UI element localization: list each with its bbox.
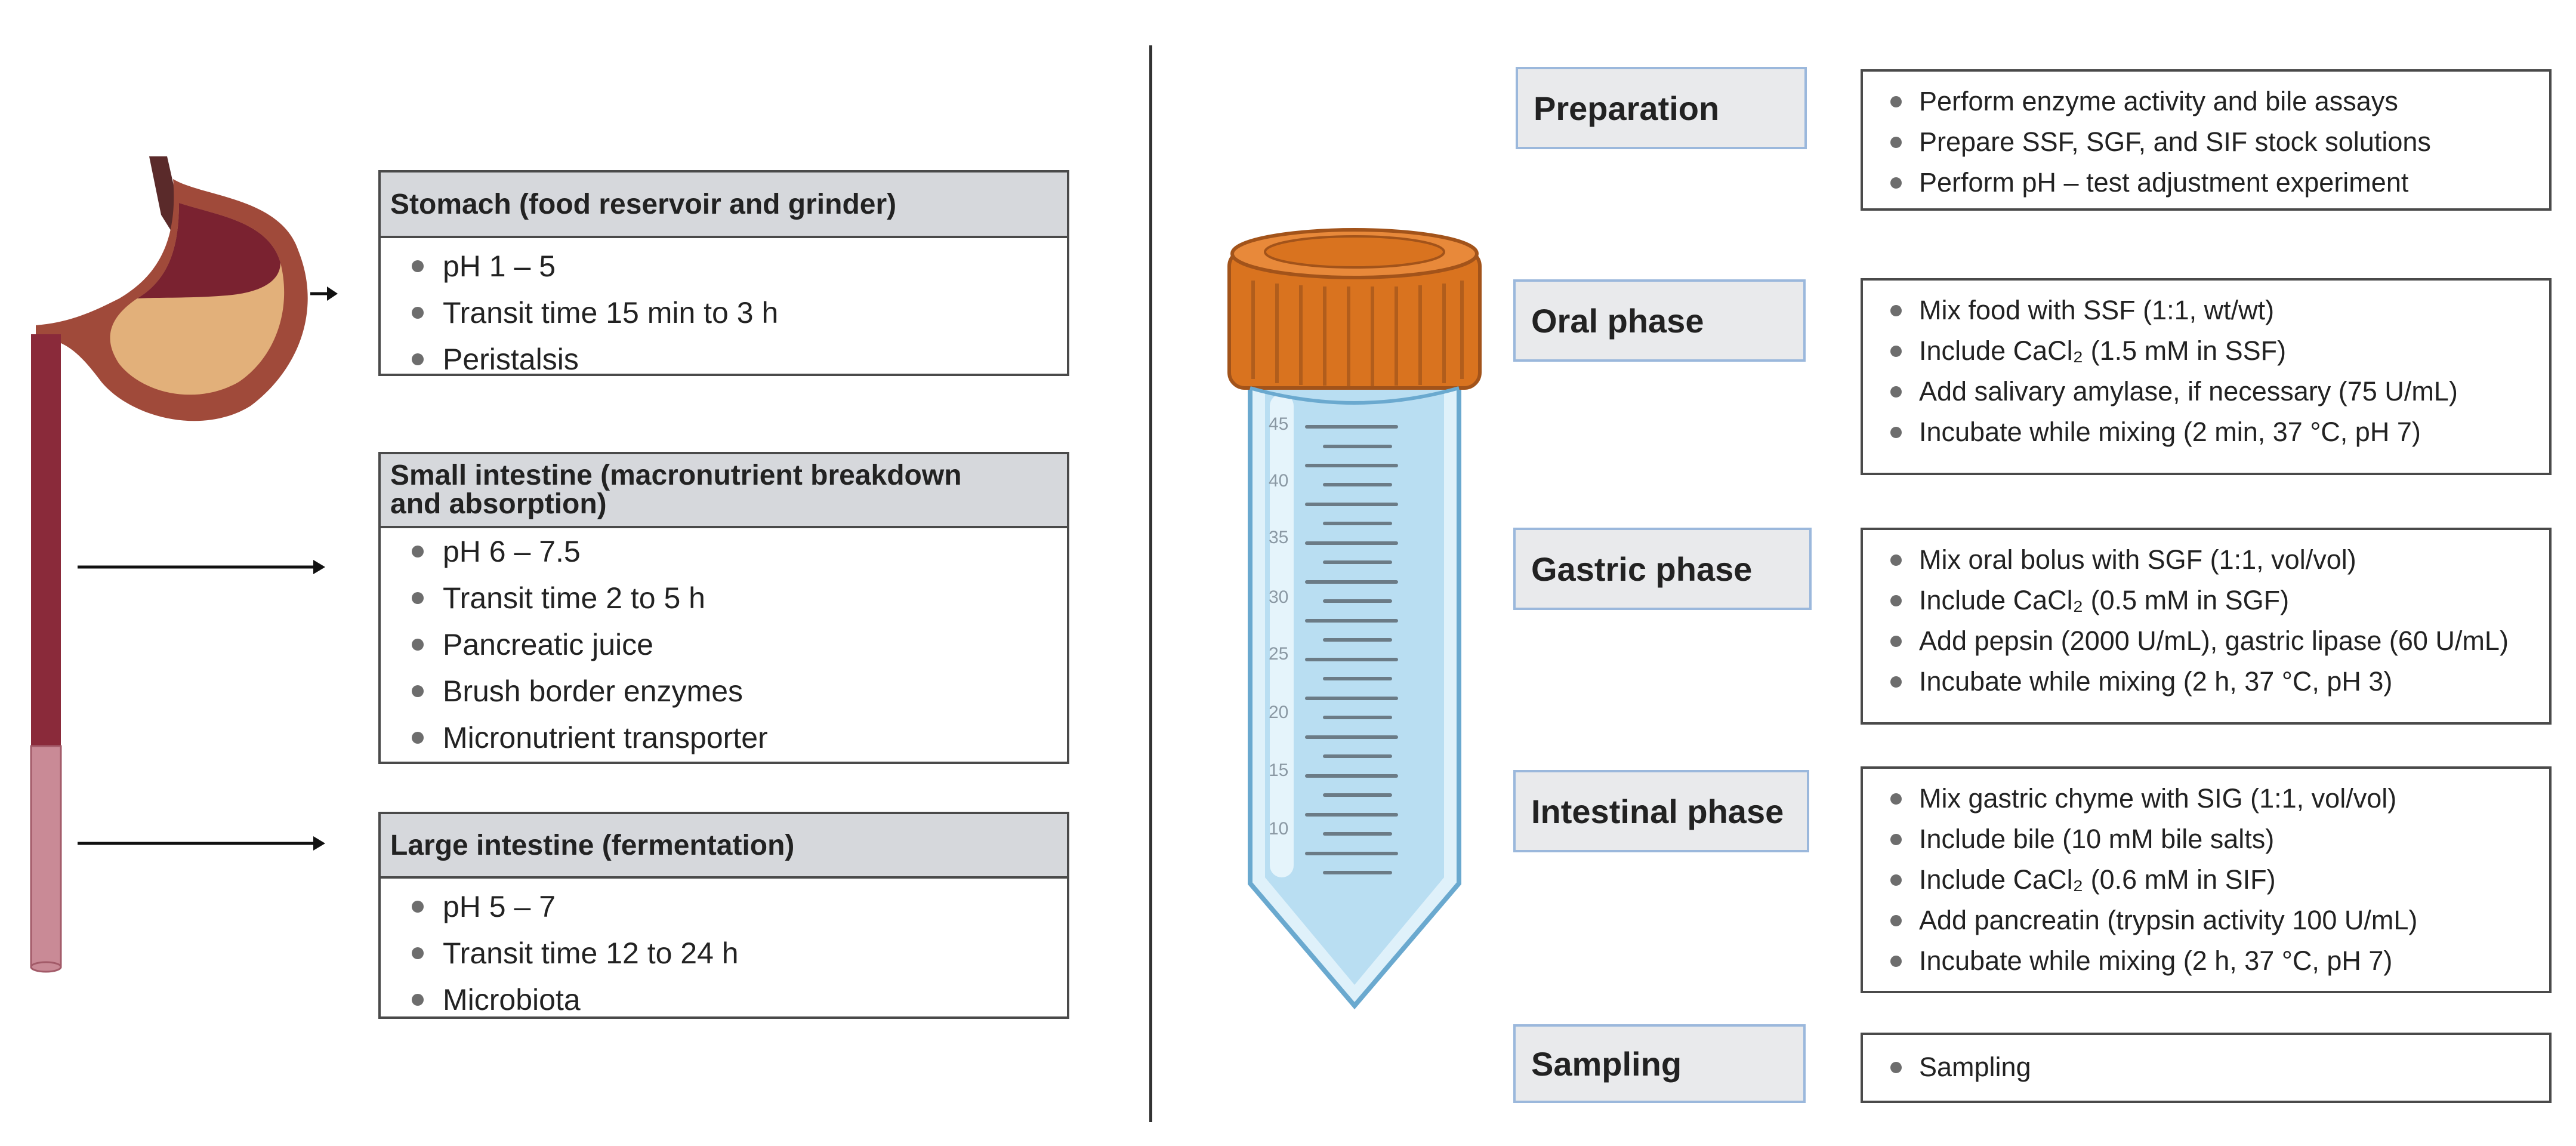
list-item: pH 5 – 7 [381, 883, 1067, 930]
list-item: Include bile (10 mM bile salts) [1863, 819, 2549, 860]
list-item: Transit time 12 to 24 h [381, 930, 1067, 976]
small-intestine-tube [31, 334, 61, 746]
list-item: Add salivary amylase, if necessary (75 U… [1863, 371, 2549, 412]
list-item: Incubate while mixing (2 min, 37 °C, pH … [1863, 412, 2549, 452]
stomach-title-text: Stomach (food reservoir and grinder) [390, 188, 897, 220]
list-item: Transit time 2 to 5 h [381, 575, 1067, 621]
list-item: Add pepsin (2000 U/mL), gastric lipase (… [1863, 621, 2549, 661]
small-intestine-title: Small intestine (macronutrient breakdown… [381, 454, 1067, 528]
large-intestine-tube [30, 745, 62, 968]
phase-sampling: Sampling [1513, 1024, 1806, 1103]
list-item: Brush border enzymes [381, 668, 1067, 714]
phase-label: Preparation [1534, 89, 1720, 127]
list-item: Transit time 15 min to 3 h [381, 289, 1067, 336]
list-item: pH 6 – 7.5 [381, 528, 1067, 575]
list-item: Include CaCl₂ (0.5 mM in SGF) [1863, 580, 2549, 621]
preparation-box: Perform enzyme activity and bile assays … [1861, 69, 2552, 211]
list-item: Include CaCl₂ (1.5 mM in SSF) [1863, 331, 2549, 371]
graduation-label: 45 [1269, 414, 1288, 434]
large-intestine-box: Large intestine (fermentation) pH 5 – 7 … [378, 812, 1069, 1019]
large-intestine-title: Large intestine (fermentation) [381, 814, 1067, 879]
phase-label: Oral phase [1531, 301, 1704, 340]
large-intestine-title-text: Large intestine (fermentation) [390, 829, 795, 861]
list-item: Micronutrient transporter [381, 714, 1067, 761]
phase-preparation: Preparation [1516, 67, 1807, 149]
oral-phase-box: Mix food with SSF (1:1, wt/wt) Include C… [1861, 278, 2552, 475]
list-item: Include CaCl₂ (0.6 mM in SIF) [1863, 860, 2549, 900]
list-item: Mix gastric chyme with SIG (1:1, vol/vol… [1863, 778, 2549, 819]
phase-label: Sampling [1531, 1045, 1682, 1083]
list-item: Pancreatic juice [381, 621, 1067, 668]
list-item: Prepare SSF, SGF, and SIF stock solution… [1863, 122, 2549, 162]
phase-oral: Oral phase [1513, 279, 1806, 362]
list-item: pH 1 – 5 [381, 243, 1067, 289]
arrow-stomach [310, 286, 338, 301]
list-item: Perform enzyme activity and bile assays [1863, 81, 2549, 122]
list-item: Mix food with SSF (1:1, wt/wt) [1863, 290, 2549, 331]
sampling-box: Sampling [1861, 1033, 2552, 1103]
list-item: Incubate while mixing (2 h, 37 °C, pH 7) [1863, 941, 2549, 981]
phase-label: Gastric phase [1531, 550, 1753, 588]
small-intestine-title-line2: and absorption) [390, 488, 607, 520]
stomach-title: Stomach (food reservoir and grinder) [381, 172, 1067, 238]
phase-label: Intestinal phase [1531, 792, 1784, 830]
arrow-large-intestine [78, 836, 325, 851]
list-item: Mix oral bolus with SGF (1:1, vol/vol) [1863, 540, 2549, 580]
intestinal-phase-box: Mix gastric chyme with SIG (1:1, vol/vol… [1861, 766, 2552, 993]
graduation-label: 25 [1269, 644, 1288, 664]
phase-gastric: Gastric phase [1513, 528, 1812, 610]
list-item: Microbiota [381, 976, 1067, 1023]
graduation-label: 20 [1269, 703, 1288, 722]
centrifuge-tube-illustration: 45 40 35 30 25 20 15 10 [1227, 228, 1482, 1010]
list-item: Peristalsis [381, 336, 1067, 383]
graduation-label: 10 [1269, 819, 1288, 839]
phase-intestinal: Intestinal phase [1513, 770, 1809, 852]
digestive-tract-illustration [30, 156, 338, 973]
arrow-small-intestine [78, 560, 325, 574]
list-item: Incubate while mixing (2 h, 37 °C, pH 3) [1863, 661, 2549, 702]
graduation-label: 15 [1269, 760, 1288, 780]
list-item: Add pancreatin (trypsin activity 100 U/m… [1863, 900, 2549, 941]
graduation-label: 40 [1269, 471, 1288, 491]
list-item: Sampling [1863, 1047, 2549, 1088]
small-intestine-box: Small intestine (macronutrient breakdown… [378, 452, 1069, 764]
list-item: Perform pH – test adjustment experiment [1863, 162, 2549, 203]
vertical-divider [1149, 45, 1152, 1122]
gastric-phase-box: Mix oral bolus with SGF (1:1, vol/vol) I… [1861, 528, 2552, 725]
graduation-label: 30 [1269, 587, 1288, 607]
stomach-box: Stomach (food reservoir and grinder) pH … [378, 170, 1069, 376]
graduation-label: 35 [1269, 528, 1288, 547]
small-intestine-title-line1: Small intestine (macronutrient breakdown [390, 460, 962, 491]
